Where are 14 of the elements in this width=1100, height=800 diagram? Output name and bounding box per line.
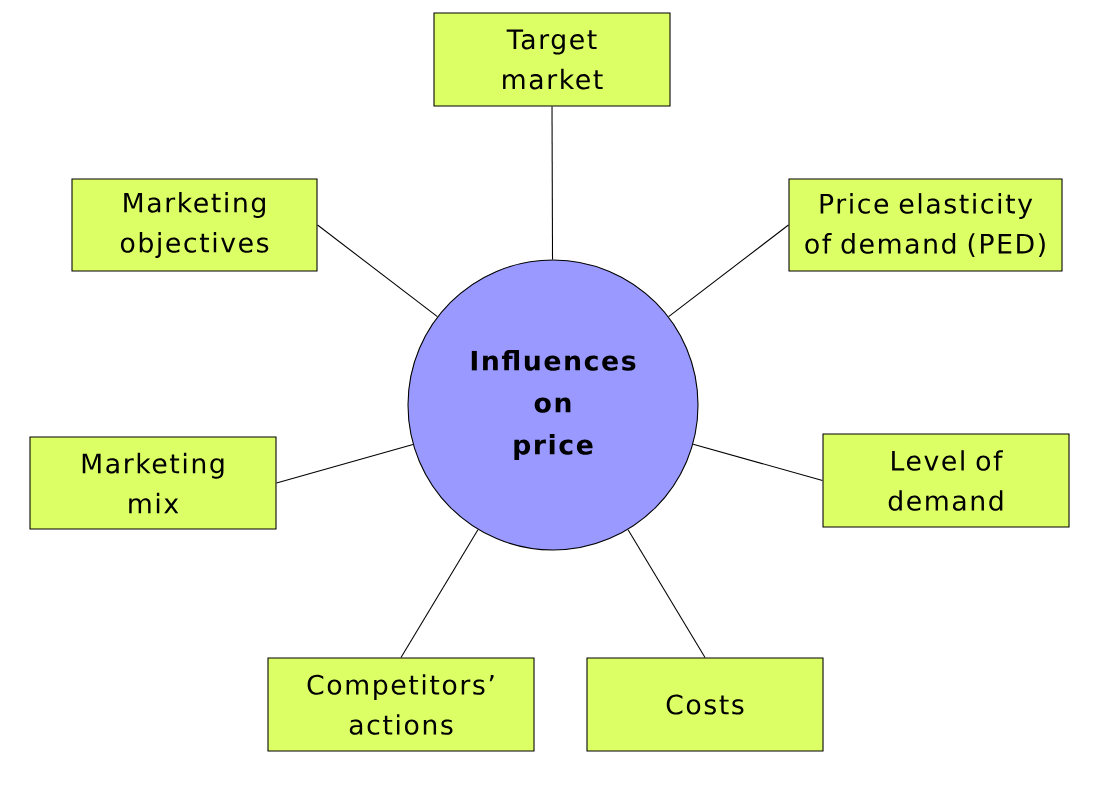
connector-line (668, 224, 789, 318)
connector-line (692, 443, 823, 482)
connector-line (627, 529, 706, 658)
text-box: Costs (586, 657, 824, 752)
text-box: Marketing mix (29, 436, 277, 530)
text-box: Competitors’ actions (267, 657, 535, 752)
connector-line (317, 224, 438, 318)
text-box: Price elasticity of demand (PED) (788, 178, 1063, 272)
text-box: Marketing objectives (71, 178, 318, 272)
connector-line (400, 529, 479, 658)
text-box: Level of demand (822, 433, 1070, 528)
connector-line (551, 106, 554, 260)
connector-line (276, 444, 414, 484)
text-box: Target market (433, 12, 671, 107)
